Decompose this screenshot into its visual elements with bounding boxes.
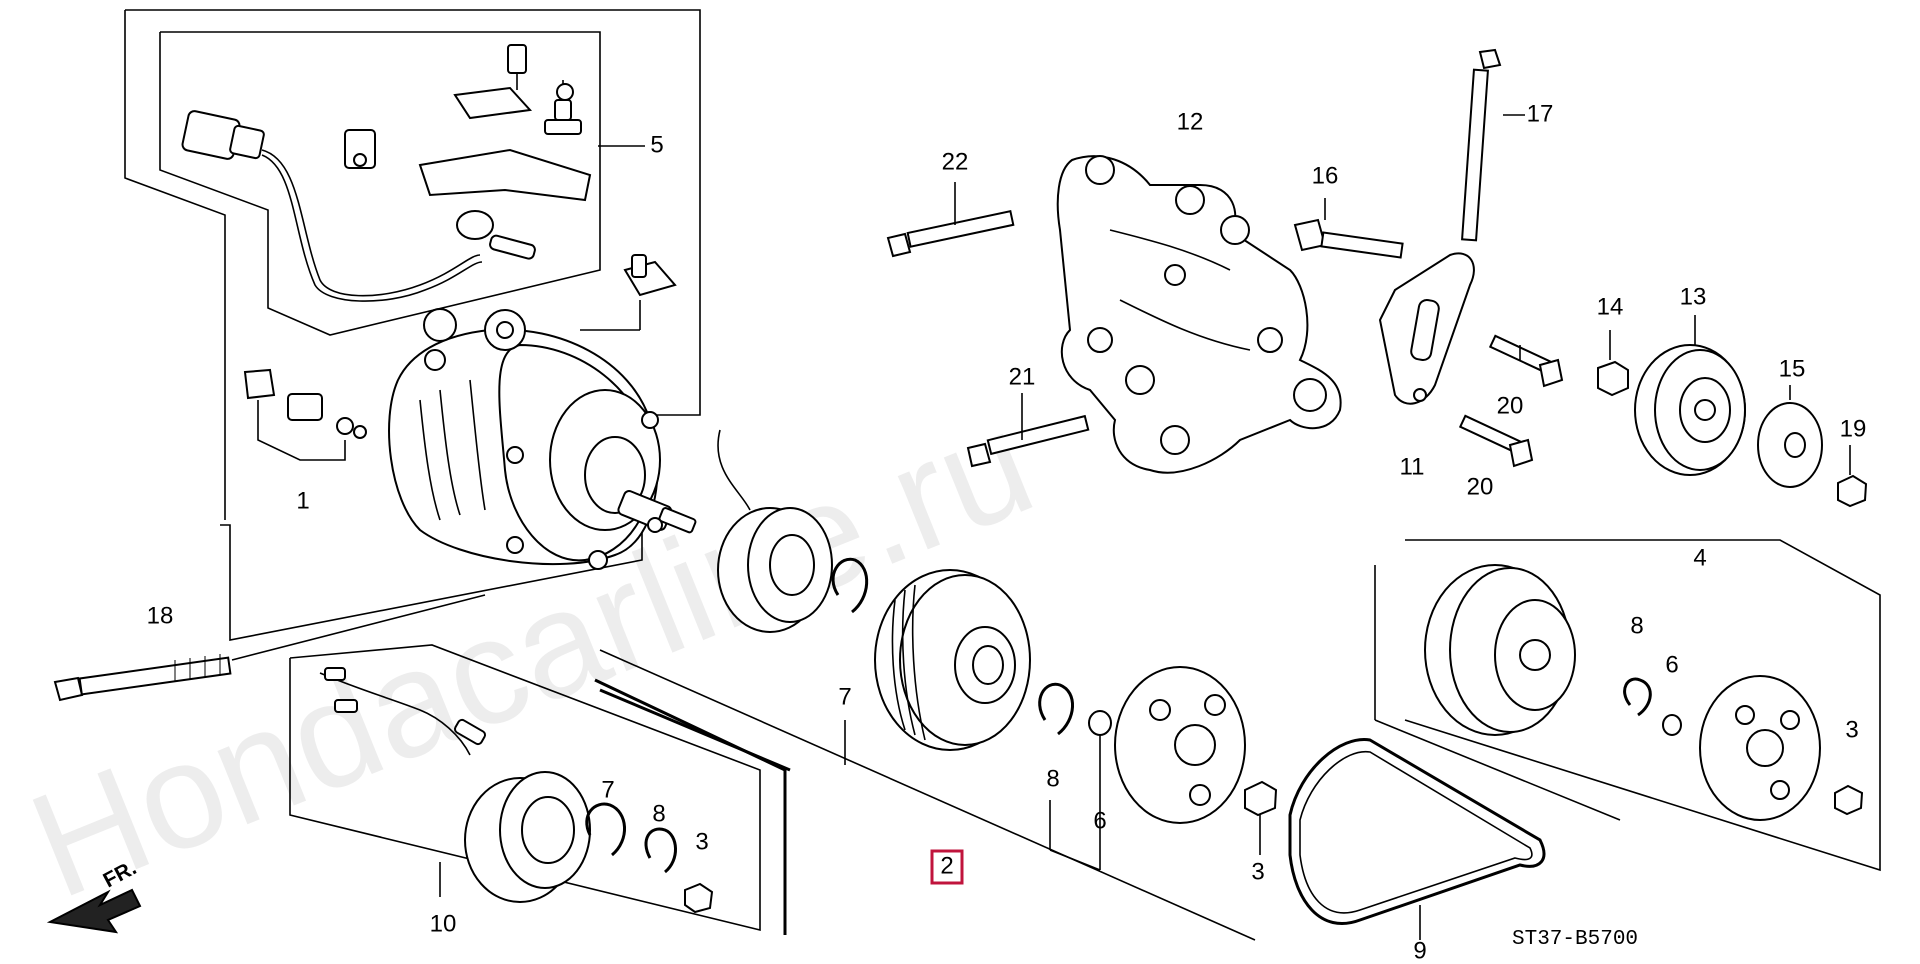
callout-8c: 8 [1630,612,1643,639]
callout-3c: 3 [1845,716,1858,743]
callout-13: 13 [1680,283,1707,310]
callout-19: 19 [1840,415,1867,442]
callout-8b: 8 [1046,765,1059,792]
callout-5: 5 [650,131,663,158]
harness-frame [159,31,601,336]
clip [344,129,376,169]
callout-10: 10 [430,910,457,937]
bolt-20-lower [1458,414,1534,468]
compressor-body [388,308,697,570]
callout-2[interactable]: 2 [940,852,953,879]
idler-bracket [1293,48,1525,405]
callout-15: 15 [1779,355,1806,382]
relief-valve [243,368,367,461]
mounting-bracket [1056,155,1342,474]
callout-17: 17 [1527,100,1554,127]
callout-7b: 7 [838,683,851,710]
bolt-20-upper [1488,334,1564,388]
through-bolt [53,594,486,702]
idler-pulley [1597,315,1868,508]
callout-7a: 7 [601,776,614,803]
callout-1: 1 [296,487,309,514]
callout-3a: 3 [695,828,708,855]
harness-connector [181,110,536,302]
callout-14: 14 [1597,293,1624,320]
callout-18: 18 [147,602,174,629]
callout-9: 9 [1413,937,1426,959]
callout-3b: 3 [1251,858,1264,885]
callout-12: 12 [1177,108,1204,135]
callout-21: 21 [1009,363,1036,390]
bolt-21 [966,393,1090,468]
diagram-code: ST37-B5700 [1512,928,1638,951]
callout-6b: 6 [1665,651,1678,678]
callout-6a: 6 [1093,807,1106,834]
compressor-group [53,9,701,702]
callout-highlight-box [930,849,964,885]
callout-22: 22 [942,148,969,175]
callout-20b: 20 [1467,473,1494,500]
callout-4: 4 [1693,544,1706,571]
bolt-22 [886,182,1015,258]
harness-bracket [418,44,645,202]
callout-20a: 20 [1497,392,1524,419]
field-coil-group [289,644,761,932]
callout-16: 16 [1312,162,1339,189]
callout-labels: 1233345667788891011121314151617181920202… [147,100,1867,964]
callout-11: 11 [1400,453,1425,480]
callout-8a: 8 [652,800,665,827]
clutch-assembly [594,429,1278,941]
sensor-switch [580,254,677,331]
drive-belt [1288,738,1546,940]
pulley-assy-group [1374,539,1881,872]
